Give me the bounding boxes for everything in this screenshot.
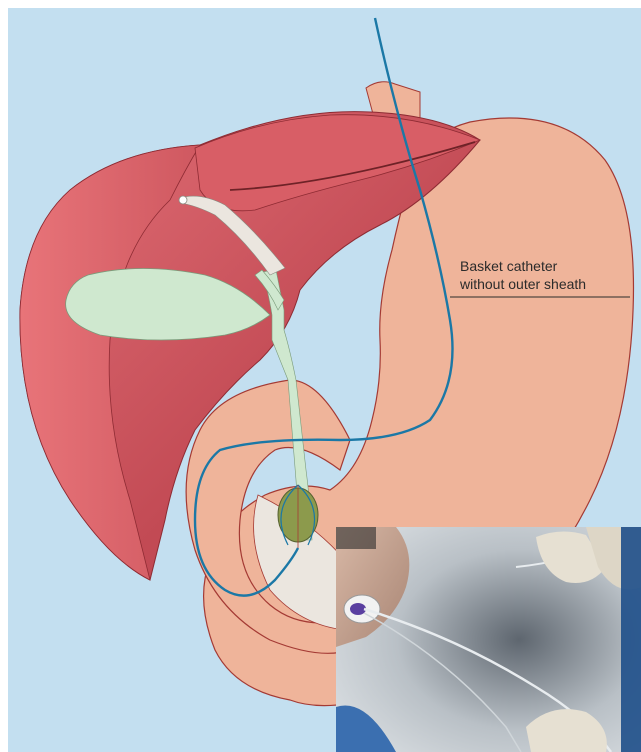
duct-end-marker <box>179 196 187 204</box>
endoscopy-procedure-photo-icon <box>336 527 641 752</box>
label-line-2: without outer sheath <box>460 276 586 293</box>
endoscopy-photo <box>336 527 641 752</box>
label-line-1: Basket catheter <box>460 258 557 275</box>
